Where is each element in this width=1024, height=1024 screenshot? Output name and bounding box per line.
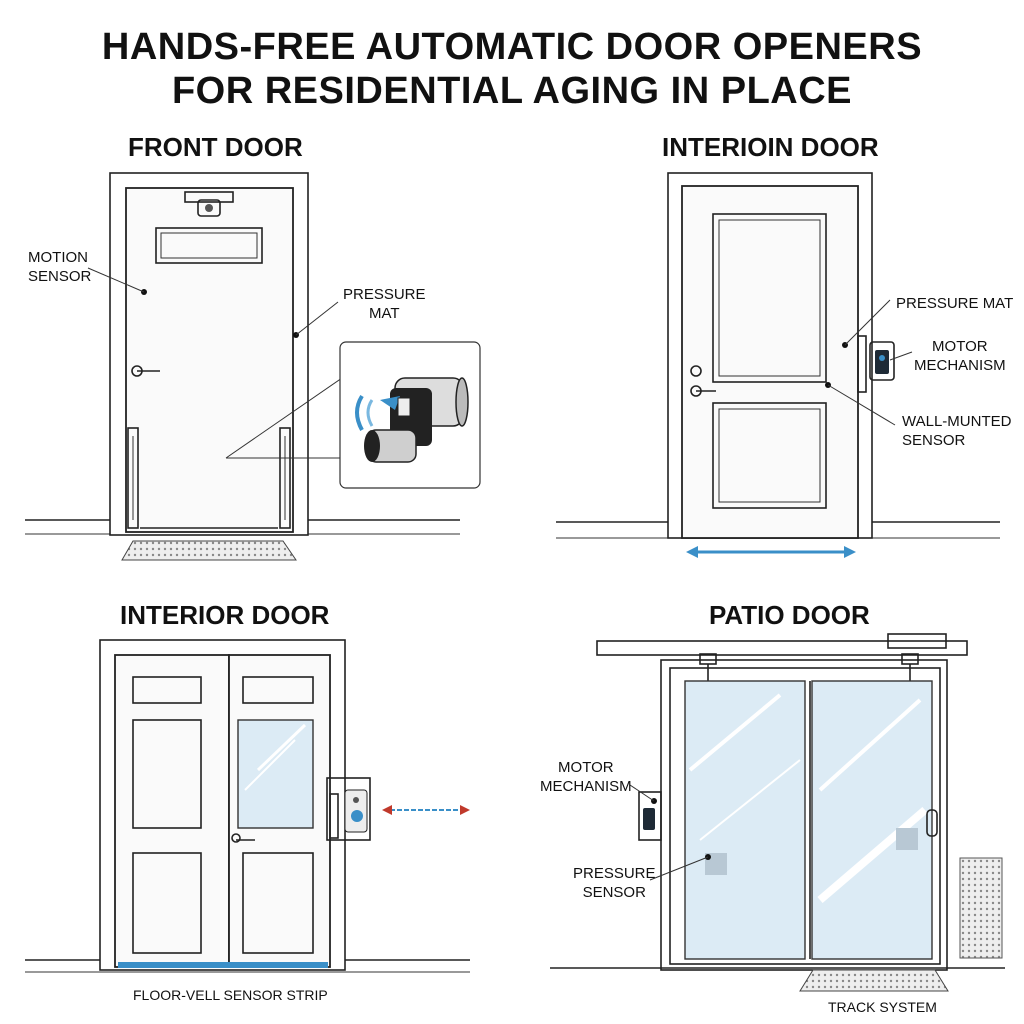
floor-sensor-strip-label: FLOOR-VELL SENSOR STRIP bbox=[133, 987, 328, 1003]
patio-door-heading: PATIO DOOR bbox=[709, 600, 870, 630]
front-door-heading: FRONT DOOR bbox=[128, 132, 303, 162]
interior-door-bottom-heading: INTERIOR DOOR bbox=[120, 600, 330, 630]
interior-pressure-mat-label: PRESSURE MAT bbox=[896, 295, 1014, 312]
front-door-illustration bbox=[25, 172, 481, 561]
interior-door-bottom-illustration bbox=[25, 639, 470, 973]
interior-door-top-heading: INTERIOIN DOOR bbox=[662, 132, 879, 162]
track-system-label: TRACK SYSTEM bbox=[828, 999, 937, 1015]
diagram-title-line2: FOR RESIDENTIAL AGING IN PLACE bbox=[171, 70, 853, 112]
diagram-title-line1: HANDS-FREE AUTOMATIC DOOR OPENERS bbox=[101, 26, 923, 68]
patio-door-illustration bbox=[550, 633, 1005, 992]
lock-motor-detail bbox=[355, 377, 469, 463]
interior-door-top-illustration bbox=[556, 172, 1000, 558]
